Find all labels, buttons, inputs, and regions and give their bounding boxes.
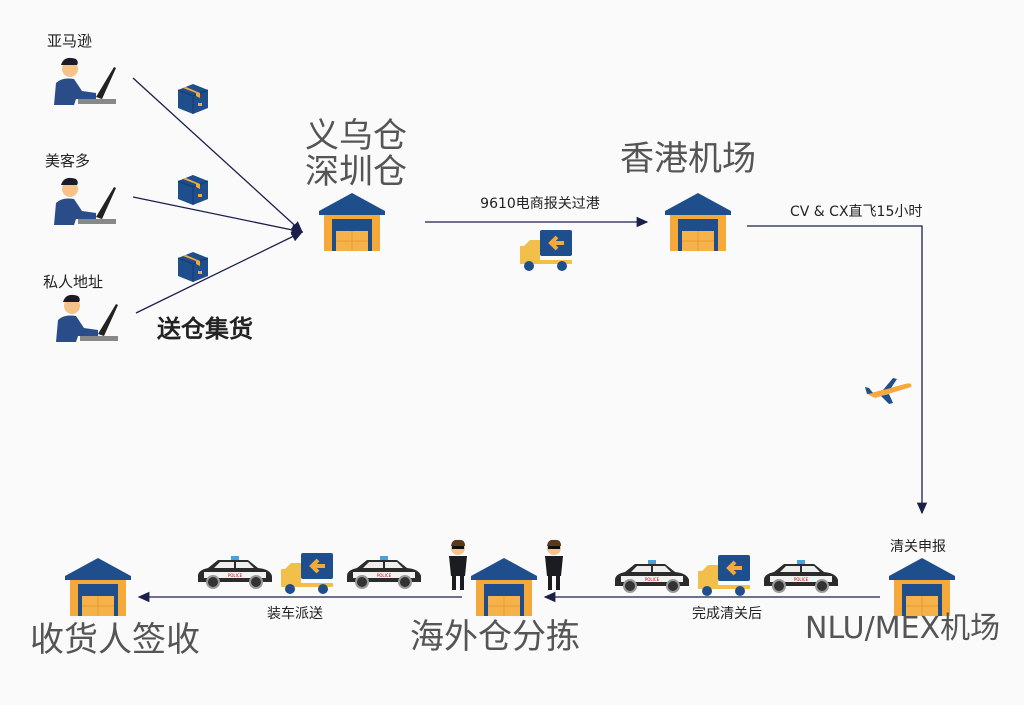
flow-arrow	[132, 77, 303, 233]
flow-arrow	[747, 225, 928, 515]
warehouse-icon	[888, 557, 956, 617]
flow-arrow	[135, 231, 304, 314]
customer-laptop-icon	[56, 294, 118, 342]
package-icon	[177, 174, 209, 206]
hk-airport-label: 香港机场	[620, 139, 756, 179]
source-label-mercadolibre: 美客多	[45, 152, 90, 170]
delivery-truck-icon	[279, 551, 335, 596]
police-car-icon	[197, 555, 273, 589]
customer-laptop-icon	[54, 177, 116, 225]
warehouse-icon	[318, 192, 386, 252]
source-label-amazon: 亚马逊	[47, 32, 92, 50]
overseas-warehouse-label: 海外仓分拣	[410, 617, 580, 657]
origin-warehouse-line2: 深圳仓	[305, 152, 407, 192]
customer-laptop-icon	[54, 57, 116, 105]
airplane-icon	[865, 378, 912, 404]
step-flight: CV & CX直飞15小时	[790, 203, 922, 220]
declare-label: 清关申报	[890, 539, 946, 555]
security-guard-icon	[545, 539, 563, 590]
security-guard-icon	[449, 539, 467, 590]
step-delivery: 装车派送	[267, 605, 323, 622]
origin-warehouse-line1: 义乌仓	[305, 116, 407, 156]
source-label-private: 私人地址	[43, 273, 103, 291]
police-car-icon	[614, 559, 690, 593]
dest-airport-label: NLU/MEX机场	[805, 611, 1000, 646]
step-customs-hk: 9610电商报关过港	[480, 196, 600, 212]
warehouse-icon	[664, 192, 732, 252]
receiver-label: 收货人签收	[30, 620, 200, 660]
warehouse-icon	[64, 557, 132, 617]
flow-arrow	[132, 196, 304, 235]
package-icon	[177, 251, 209, 283]
police-car-icon	[346, 555, 422, 589]
warehouse-icon	[470, 557, 538, 617]
collect-label: 送仓集货	[157, 315, 253, 343]
delivery-truck-icon	[518, 228, 574, 273]
police-car-icon	[763, 559, 839, 593]
delivery-truck-icon	[696, 553, 752, 598]
step-after-clearance: 完成清关后	[692, 606, 762, 622]
package-icon	[177, 83, 209, 115]
